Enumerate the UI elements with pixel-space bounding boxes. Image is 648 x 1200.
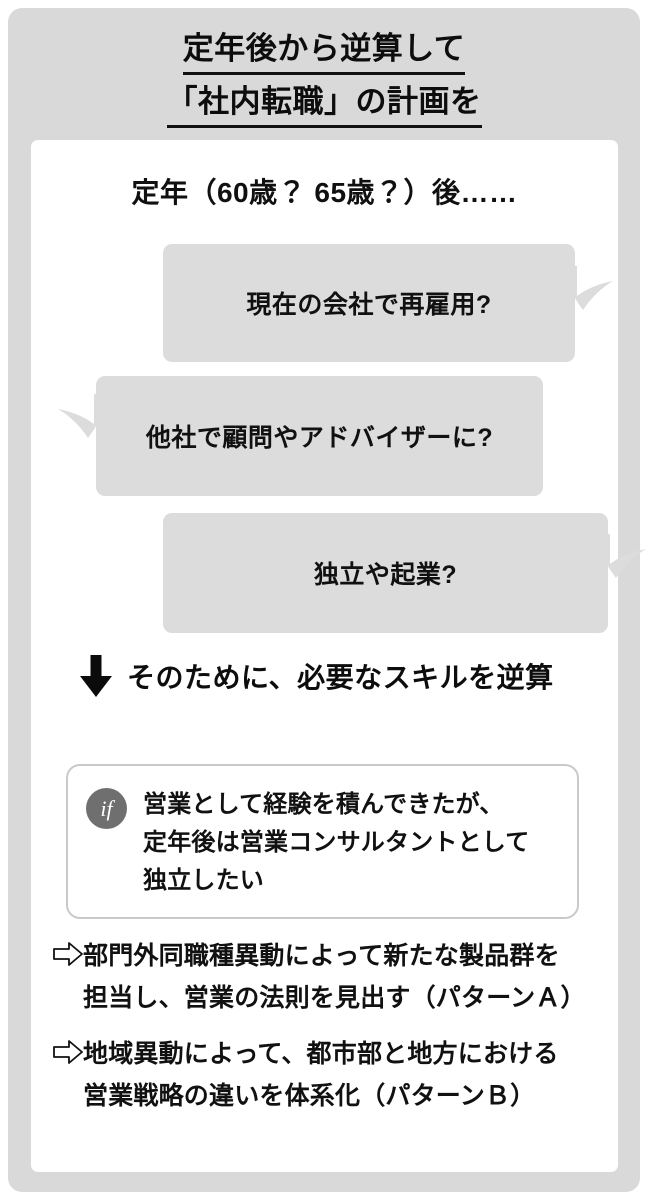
arrow-right-outline-icon: [53, 942, 83, 966]
page-title: 定年後から逆算して 「社内転職」の計画を: [8, 26, 640, 128]
speech-bubble-text: 現在の会社で再雇用?: [246, 291, 492, 319]
speech-bubble-retirement-rehire: 現在の会社で再雇用?: [163, 244, 575, 362]
arrow-right-outline-icon: [53, 1040, 83, 1064]
outcome-text: 地域異動によって、都市部と地方における 営業戦略の違いを体系化（パターンＢ）: [83, 1033, 559, 1117]
arrow-down-icon: [79, 655, 113, 697]
speech-bubble-independence: 独立や起業?: [163, 513, 608, 633]
if-example-line: 独立したい: [143, 867, 264, 894]
page-title-line-2: 「社内転職」の計画を: [166, 79, 482, 128]
outcome-list: 部門外同職種異動によって新たな製品群を 担当し、営業の法則を見出す（パターンＡ）…: [53, 935, 603, 1131]
speech-bubble-text: 他社で顧問やアドバイザーに?: [145, 424, 494, 452]
outcome-line: 営業戦略の違いを体系化（パターンＢ）: [83, 1082, 536, 1110]
outcome-line: 担当し、営業の法則を見出す（パターンＡ）: [83, 984, 586, 1012]
outcome-item-pattern-a: 部門外同職種異動によって新たな製品群を 担当し、営業の法則を見出す（パターンＡ）: [53, 935, 603, 1019]
speech-bubble-advisor: 他社で顧問やアドバイザーに?: [96, 376, 543, 496]
page-title-row-2: 「社内転職」の計画を: [8, 79, 640, 128]
if-example-line: 定年後は営業コンサルタントとして: [143, 829, 530, 856]
infographic-panel: 定年後から逆算して 「社内転職」の計画を 定年（60歳？ 65歳？）後…… 現在…: [8, 8, 646, 1192]
if-badge: if: [86, 788, 127, 829]
outcome-line: 部門外同職種異動によって新たな製品群を: [83, 942, 560, 970]
if-example-text: 営業として経験を積んできたが、 定年後は営業コンサルタントとして 独立したい: [143, 786, 529, 900]
outcome-item-pattern-b: 地域異動によって、都市部と地方における 営業戦略の違いを体系化（パターンＢ）: [53, 1033, 603, 1117]
speech-bubble-text: 独立や起業?: [313, 561, 458, 589]
lead-heading: 定年（60歳？ 65歳？）後……: [131, 177, 518, 208]
backcast-caption: そのために、必要なスキルを逆算: [127, 662, 554, 693]
backcast-callout: そのために、必要なスキルを逆算: [79, 655, 554, 697]
page-title-line-1: 定年後から逆算して: [182, 26, 466, 75]
if-example-line: 営業として経験を積んできたが、: [143, 791, 504, 818]
page-title-row-1: 定年後から逆算して: [8, 26, 640, 75]
outcome-line: 地域異動によって、都市部と地方における: [83, 1040, 559, 1068]
content-card: 定年（60歳？ 65歳？）後…… 現在の会社で再雇用? 他社で顧問やアドバイザー…: [31, 140, 646, 1172]
if-example-box: if 営業として経験を積んできたが、 定年後は営業コンサルタントとして 独立した…: [66, 764, 579, 919]
outcome-text: 部門外同職種異動によって新たな製品群を 担当し、営業の法則を見出す（パターンＡ）: [83, 935, 586, 1019]
